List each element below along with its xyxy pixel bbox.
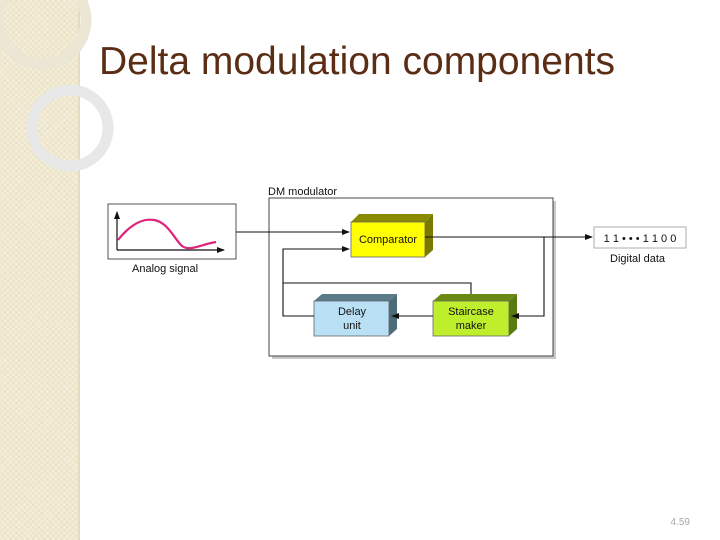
delay-unit-block: Delay unit <box>313 294 397 337</box>
digital-data-bits: 1 1 • • • 1 1 0 0 <box>604 233 677 245</box>
staircase-maker-label-line1: Staircase <box>448 306 494 318</box>
delay-feedback-line <box>282 283 314 317</box>
analog-signal-box <box>107 203 237 260</box>
side-band-edge <box>78 0 80 540</box>
digital-data-box <box>593 226 687 249</box>
analog-signal-label: Analog signal <box>132 263 198 275</box>
staircase-maker-label-line2: maker <box>456 320 487 332</box>
digital-data-label: Digital data <box>610 253 666 265</box>
delay-unit-label-line1: Delay <box>338 306 367 318</box>
output-to-staircase-line <box>511 237 545 319</box>
delay-unit-label-line2: unit <box>343 320 361 332</box>
comparator-label: Comparator <box>359 234 417 246</box>
decorative-circles <box>0 0 114 172</box>
slide-title: Delta modulation components <box>99 40 615 83</box>
dm-modulator-label: DM modulator <box>268 186 337 198</box>
analog-signal-curve <box>117 218 217 250</box>
staircase-maker-block: Staircase maker <box>432 294 517 337</box>
page-number: 4.59 <box>670 517 690 528</box>
comparator-block: Comparator <box>350 214 433 258</box>
